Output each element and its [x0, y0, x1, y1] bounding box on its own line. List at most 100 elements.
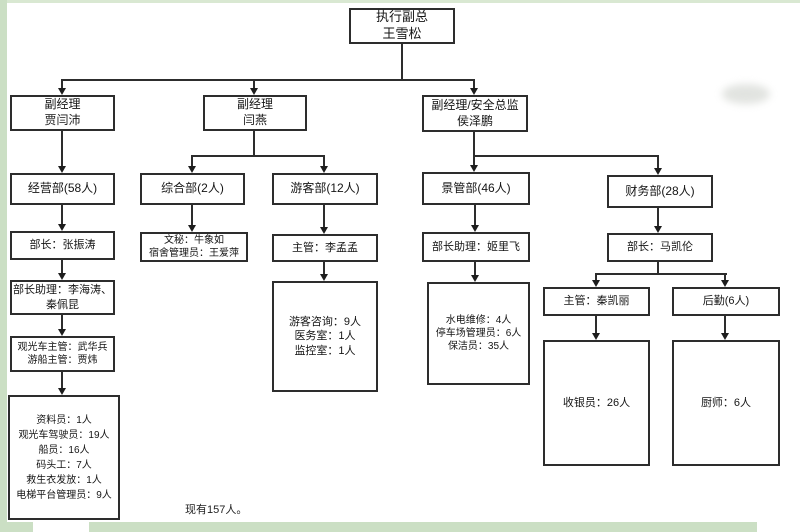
connector-line [401, 44, 403, 79]
node-line: 观光车主管：武华兵 [17, 342, 108, 353]
arrow-down-icon [250, 88, 258, 95]
node-dept-operations: 经营部(58人) [10, 173, 115, 205]
connector-line [323, 155, 325, 168]
page-edge-left [0, 0, 7, 532]
node-line: 电梯平台管理员：9人 [16, 489, 112, 501]
node-title: 副经理 [236, 97, 273, 112]
node-person: 贾闫沛 [44, 113, 81, 127]
connector-line [473, 79, 475, 90]
arrow-down-icon [320, 274, 328, 281]
node-operations-chief-assistants: 部长助理：李海涛、 秦佩昆 [10, 280, 115, 315]
arrow-down-icon [58, 224, 66, 231]
connector-line [61, 260, 63, 275]
connector-line [253, 79, 255, 90]
arrow-down-icon [188, 166, 196, 173]
connector-line [595, 273, 597, 282]
connector-line [61, 79, 474, 81]
connector-line [191, 155, 193, 168]
connector-line [657, 262, 659, 275]
total-headcount-note: 现有157人。 [185, 504, 248, 516]
node-person: 王雪松 [382, 26, 422, 41]
arrow-down-icon [592, 333, 600, 340]
node-line: 资料员：1人 [36, 414, 92, 426]
connector-line [61, 372, 63, 390]
node-scenic-detail: 水电维修：4人 停车场管理员：6人 保洁员：35人 [427, 282, 530, 385]
node-title: 综合部(2人) [161, 181, 224, 196]
connector-line [191, 155, 325, 157]
node-title: 游客部(12人) [290, 181, 360, 196]
connector-line [61, 205, 63, 226]
connector-line [323, 262, 325, 276]
arrow-down-icon [58, 329, 66, 336]
connector-line [474, 205, 476, 227]
page-edge-top [0, 0, 800, 3]
node-line: 观光车驾驶员：19人 [18, 429, 110, 441]
arrow-down-icon [320, 227, 328, 234]
node-line: 部长助理：李海涛、 [13, 284, 112, 297]
node-operations-detail: 资料员：1人 观光车驾驶员：19人 船员：16人 码头工：7人 救生衣发放：1人… [8, 395, 120, 520]
connector-line [724, 316, 726, 335]
node-cashiers: 收银员：26人 [543, 340, 650, 466]
node-executive-vp: 执行副总 王雪松 [349, 8, 455, 44]
arrow-down-icon [320, 166, 328, 173]
node-dept-scenic-management: 景管部(46人) [422, 172, 530, 205]
arrow-down-icon [58, 166, 66, 173]
connector-line [724, 273, 726, 282]
connector-line [595, 316, 597, 335]
node-line: 游客咨询：9人 [288, 316, 362, 329]
node-person: 侯泽鹏 [456, 113, 493, 128]
connector-line [657, 208, 659, 228]
node-line: 收银员：26人 [562, 396, 631, 409]
node-title: 景管部(46人) [441, 180, 511, 195]
node-title: 副经理 [44, 97, 81, 112]
node-deputy-manager-safety-hou: 副经理/安全总监 侯泽鹏 [422, 95, 528, 132]
node-line: 游船主管：贾炜 [27, 355, 98, 366]
arrow-down-icon [471, 225, 479, 232]
connector-line [323, 205, 325, 229]
connector-line [657, 155, 659, 170]
arrow-down-icon [58, 88, 66, 95]
arrow-down-icon [58, 388, 66, 395]
node-title: 后勤(6人) [702, 295, 750, 308]
node-line: 水电维修：4人 [445, 315, 512, 326]
node-finance-supervisor: 主管：秦凯丽 [543, 287, 650, 316]
connector-line [191, 205, 193, 227]
node-person: 闫燕 [242, 113, 267, 127]
node-title: 主管：李孟孟 [292, 241, 358, 254]
node-line: 秦佩昆 [46, 298, 79, 311]
arrow-down-icon [654, 226, 662, 233]
node-operations-supervisors: 观光车主管：武华兵 游船主管：贾炜 [10, 336, 115, 372]
node-line: 码头工：7人 [36, 459, 92, 471]
node-title: 部长：张振涛 [29, 239, 96, 252]
node-title: 财务部(28人) [625, 183, 695, 198]
node-scenic-chief-assistant: 部长助理：姬里飞 [422, 232, 530, 262]
connector-line [474, 262, 476, 277]
node-finance-chief: 部长：马凯伦 [607, 233, 713, 262]
node-title: 部长：马凯伦 [627, 241, 693, 254]
node-deputy-manager-jia: 副经理 贾闫沛 [10, 95, 115, 131]
page-edge-notch [33, 519, 89, 532]
connector-line [595, 273, 727, 275]
arrow-down-icon [470, 165, 478, 172]
node-title: 部长助理：姬里飞 [432, 240, 520, 253]
node-dept-visitor: 游客部(12人) [272, 173, 378, 205]
node-line: 文秘：牛象如 [164, 235, 224, 246]
connector-line [61, 315, 63, 331]
node-general-affairs-staff: 文秘：牛象如 宿舍管理员：王爱萍 [140, 232, 248, 262]
node-visitor-detail: 游客咨询：9人 医务室：1人 监控室：1人 [272, 281, 378, 392]
node-dept-general-affairs: 综合部(2人) [140, 173, 245, 205]
arrow-down-icon [721, 280, 729, 287]
arrow-down-icon [654, 168, 662, 175]
node-logistics: 后勤(6人) [672, 287, 780, 316]
connector-line [473, 132, 475, 167]
node-line: 停车场管理员：6人 [435, 328, 522, 339]
node-line: 监控室：1人 [294, 344, 356, 357]
node-title: 执行副总 [375, 9, 428, 25]
connector-line [61, 131, 63, 168]
arrow-down-icon [721, 333, 729, 340]
node-dept-finance: 财务部(28人) [607, 175, 713, 208]
arrow-down-icon [58, 273, 66, 280]
connector-line [61, 79, 63, 90]
arrow-down-icon [592, 280, 600, 287]
node-operations-chief: 部长：张振涛 [10, 231, 115, 260]
